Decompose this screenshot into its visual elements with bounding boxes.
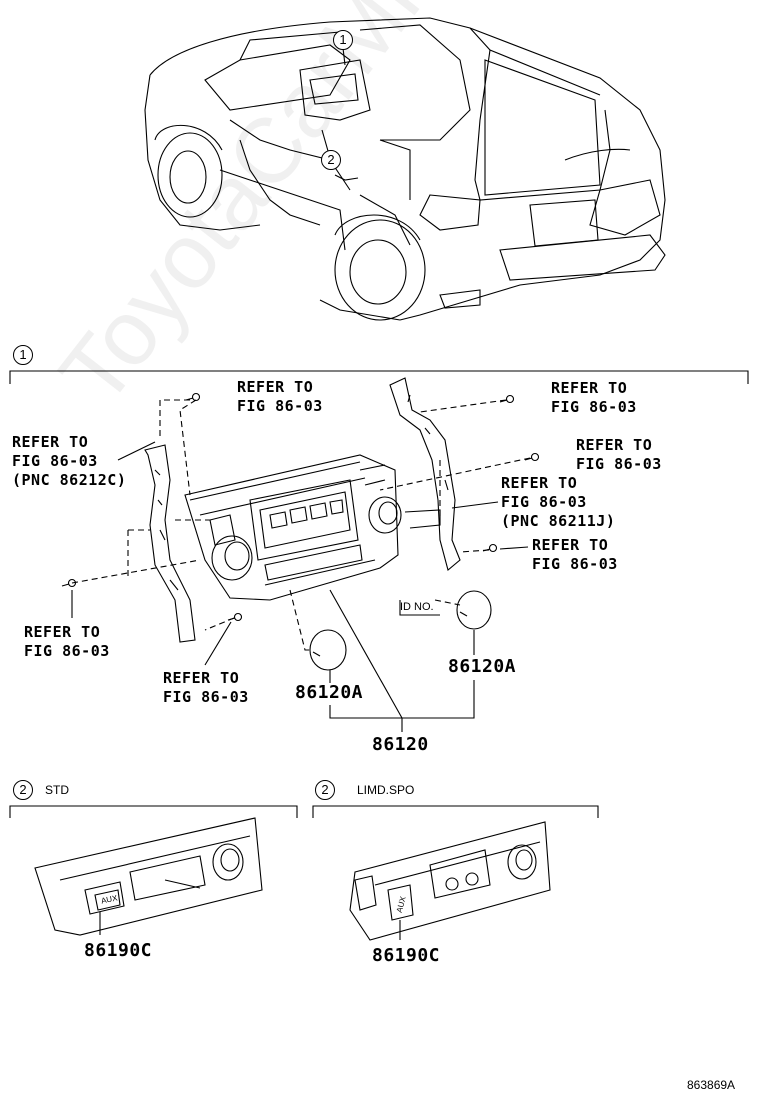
leader-lines (71, 441, 529, 732)
part-number-knob-right: 86120A (448, 656, 517, 677)
section2-limd-bracket (312, 805, 599, 818)
section1-callout: 1 (13, 345, 33, 365)
refer-label-right-low: REFER TO FIG 86-03 (532, 536, 618, 573)
refer-label-right-mid: REFER TO FIG 86-03 (576, 436, 662, 473)
refer-label-top-center: REFER TO FIG 86-03 (237, 378, 323, 415)
left-bracket-drawing (144, 444, 196, 643)
overview-callout-2: 2 (321, 150, 341, 170)
assembly-lines (71, 399, 531, 651)
refer-label-left-pnc: REFER TO FIG 86-03 (PNC 86212C) (12, 433, 127, 489)
limd-bezel-drawing (349, 821, 551, 941)
part-number-std-switch: 86190C (84, 940, 153, 961)
refer-label-bottom-center: REFER TO FIG 86-03 (163, 669, 249, 706)
knob-right-drawing (456, 590, 492, 630)
part-number-limd-switch: 86190C (372, 945, 441, 966)
screws (61, 392, 540, 622)
figure-id: 863869A (687, 1078, 736, 1092)
std-bezel-drawing (34, 817, 263, 936)
refer-label-top-right: REFER TO FIG 86-03 (551, 379, 637, 416)
section2-limd-title: LIMD.SPO (357, 783, 415, 797)
part-number-unit: 86120 (372, 734, 429, 755)
overview-callout-1: 1 (333, 30, 353, 50)
part-number-knob-left: 86120A (295, 682, 364, 703)
section2-std-bracket (9, 805, 298, 818)
section2-limd-callout: 2 (315, 780, 335, 800)
right-bracket-drawing (389, 377, 461, 571)
section2-std-callout: 2 (13, 780, 33, 800)
refer-label-right-pnc: REFER TO FIG 86-03 (PNC 86211J) (501, 474, 616, 530)
refer-label-left-low: REFER TO FIG 86-03 (24, 623, 110, 660)
section2-std-title: STD (45, 783, 69, 797)
vehicle-overview-drawing (144, 17, 666, 321)
audio-unit-drawing (184, 454, 441, 601)
id-no-label: ID NO. (400, 601, 434, 613)
knob-left-drawing (309, 629, 347, 671)
section1-bracket (9, 370, 749, 384)
